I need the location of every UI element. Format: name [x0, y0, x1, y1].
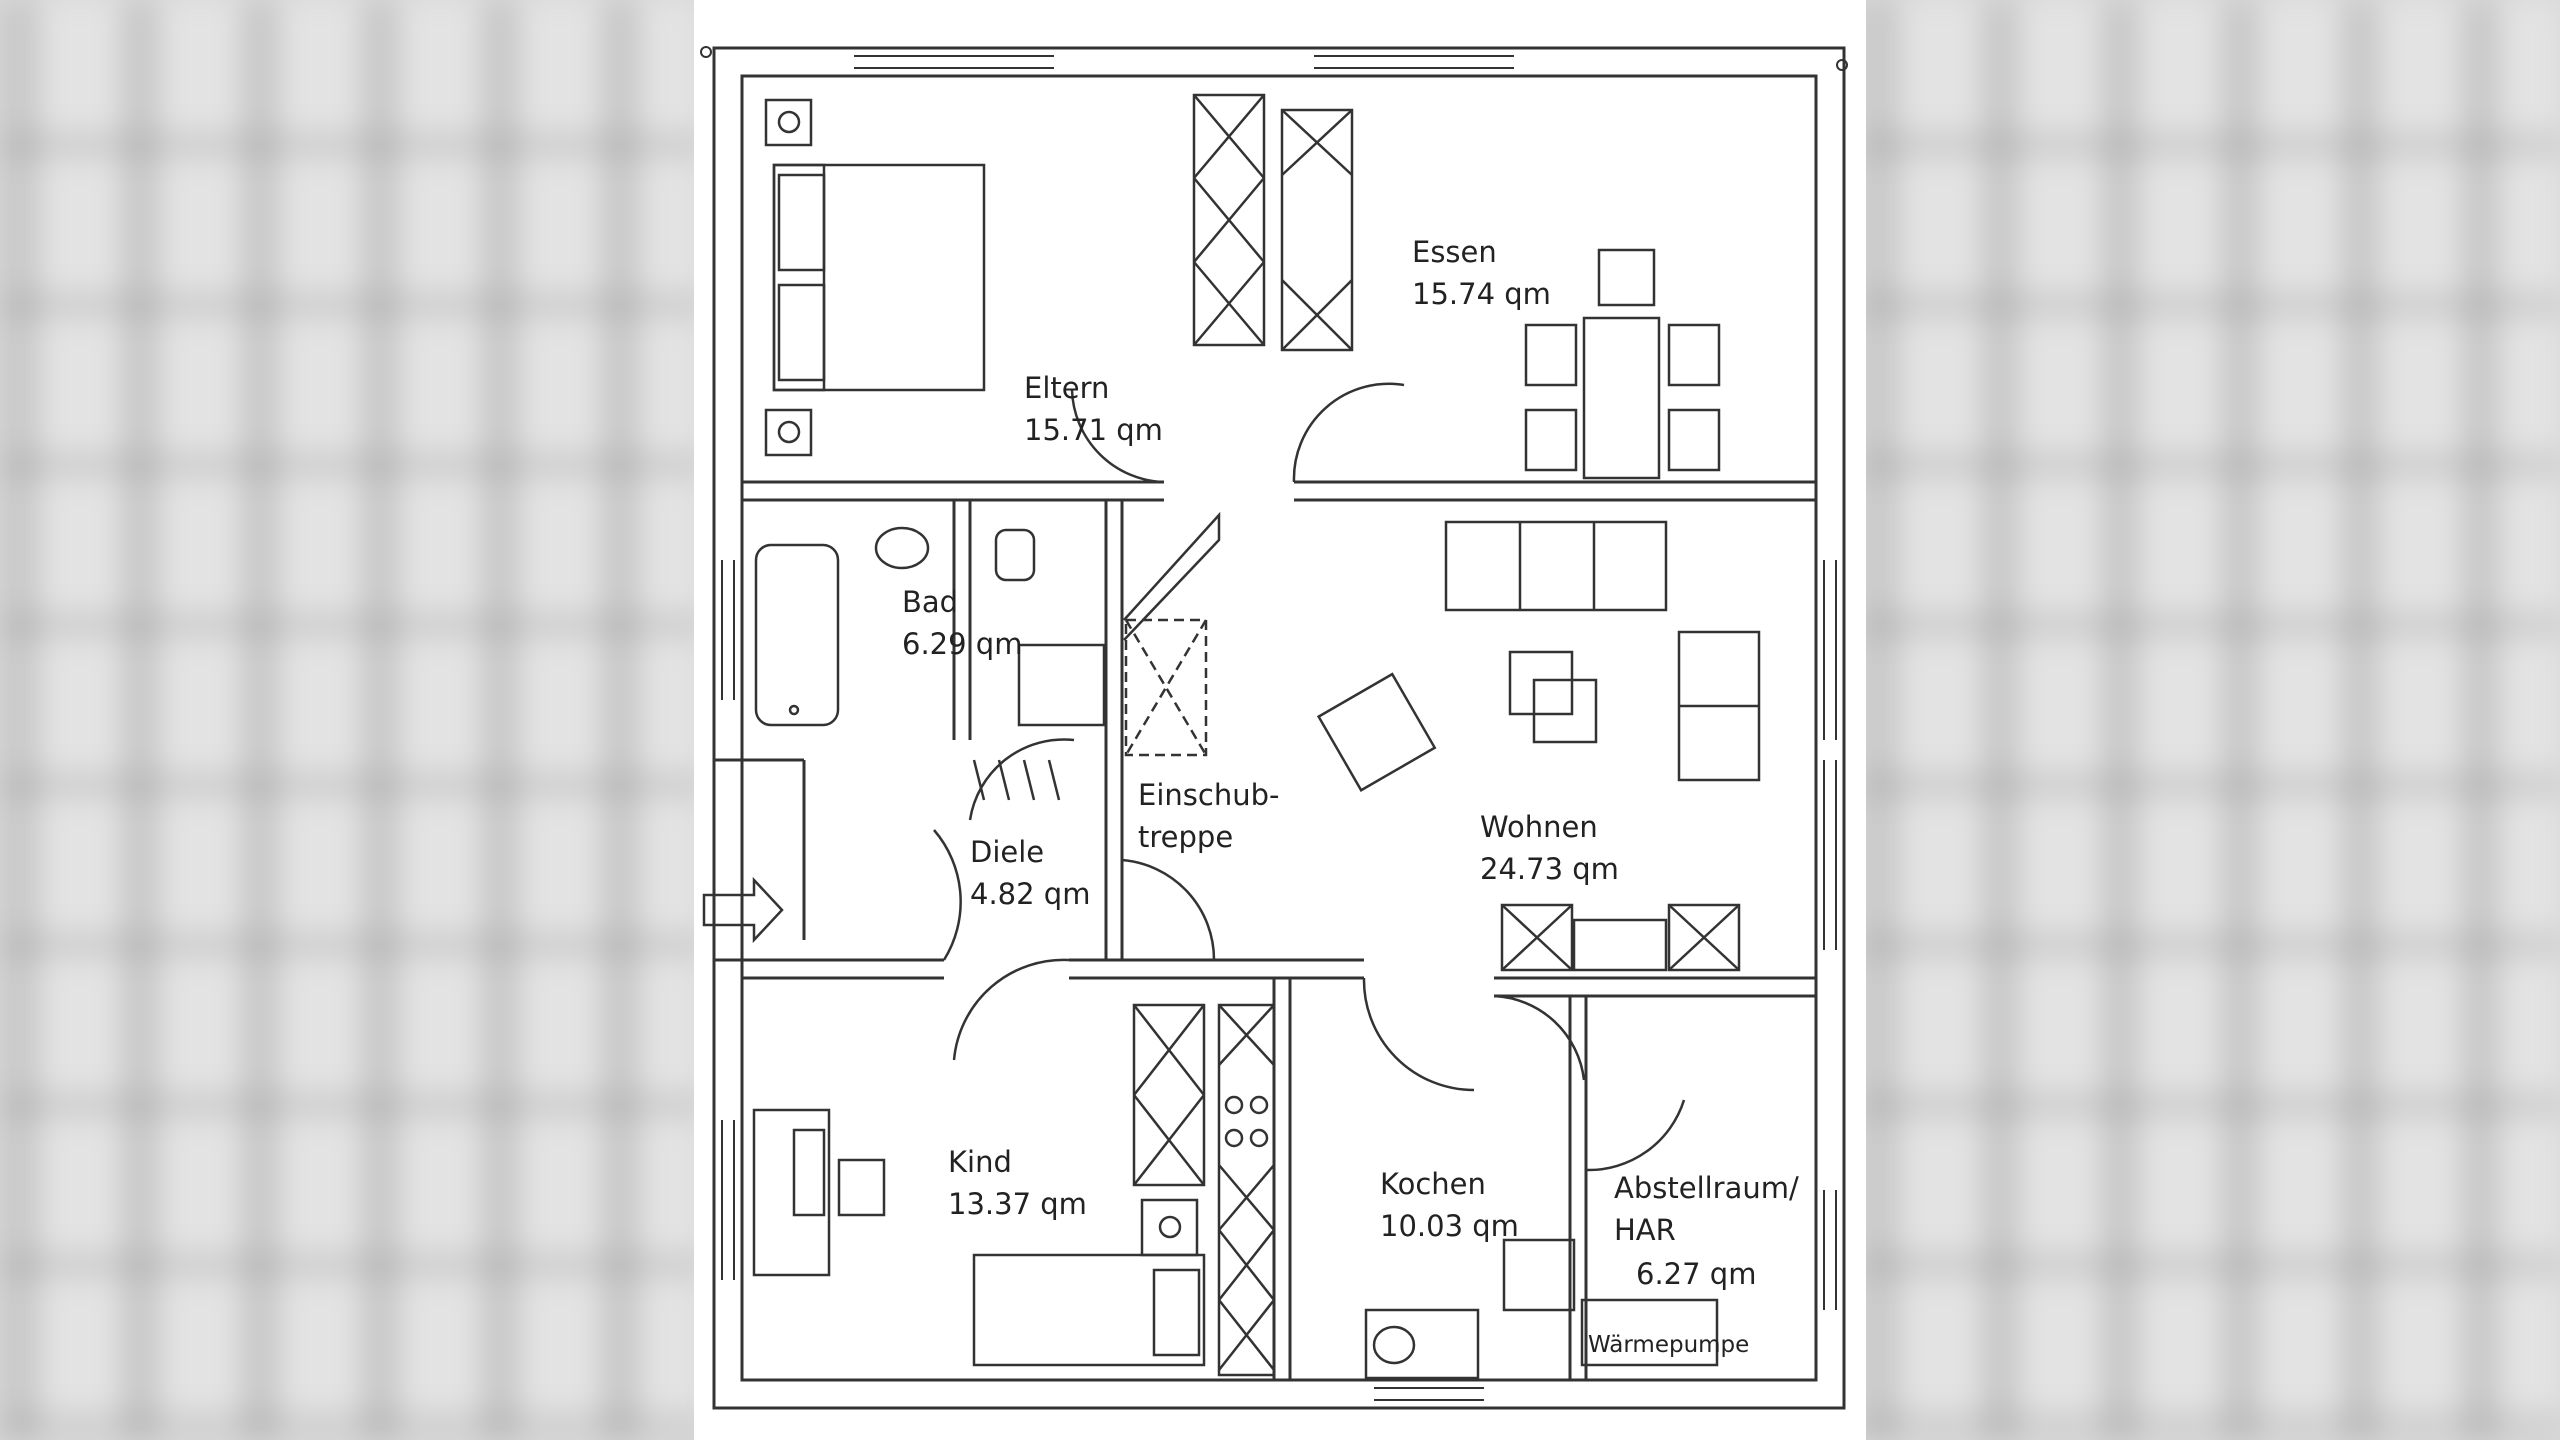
desk-chair: [837, 1158, 886, 1217]
room-area-kind: 13.37 qm: [948, 1187, 1087, 1221]
kitchen-counter: [1217, 1003, 1276, 1377]
room-area-wohnen: 24.73 qm: [1480, 852, 1619, 886]
room-area-eltern: 15.71 qm: [1024, 413, 1163, 447]
room-label-diele: Diele: [970, 835, 1044, 869]
door-kochen: [1362, 977, 1475, 1092]
sideboard: [1500, 903, 1574, 972]
door-eltern: [1070, 389, 1165, 484]
wardrobe-kind: [1132, 1003, 1206, 1187]
room-label-essen: Essen: [1412, 235, 1497, 269]
coffee-table: [1508, 650, 1574, 716]
furniture: [752, 93, 1761, 1380]
room-area-kochen: 10.03 qm: [1380, 1209, 1519, 1243]
desk: [752, 1108, 831, 1277]
wardrobe-eltern: [1192, 93, 1266, 347]
door-einschub: [1121, 858, 1216, 961]
room-area-diele: 4.82 qm: [970, 877, 1090, 911]
heat-pump-unit: [1580, 1298, 1719, 1367]
room-label-abstellraum-1: Abstellraum/: [1614, 1171, 1799, 1205]
room-label-bad: Bad: [902, 585, 958, 619]
nightstand-top: [764, 98, 813, 147]
single-bed: [972, 1253, 1206, 1367]
room-label-abstellraum-2: HAR: [1614, 1213, 1676, 1247]
label-waermepumpe: Wärmepumpe: [1588, 1332, 1749, 1358]
room-label-wohnen: Wohnen: [1480, 810, 1598, 844]
door-abstell-2: [1585, 1099, 1686, 1172]
room-label-eltern: Eltern: [1024, 371, 1109, 405]
sofa-top: [1444, 520, 1668, 612]
door-bad: [968, 738, 1075, 821]
door-abstell: [1493, 994, 1586, 1081]
label-einschubtreppe-1: Einschub-: [1138, 778, 1279, 812]
shower: [1017, 643, 1106, 727]
windows: [721, 55, 1837, 1401]
bathtub: [754, 543, 840, 727]
outer-wall-outline: [712, 46, 1846, 1410]
toilet: [994, 528, 1036, 582]
room-label-kind: Kind: [948, 1145, 1012, 1179]
cabinet-essen: [1280, 108, 1354, 352]
double-bed: [772, 163, 986, 392]
floor-plan-sheet: Eltern 15.71 qm Essen 15.74 qm Bad 6.29 …: [694, 0, 1866, 1440]
blurred-background-left: [0, 0, 700, 1440]
attic-stair: [1124, 618, 1208, 757]
entrance-arrow-icon: [702, 876, 784, 944]
chair: [1597, 248, 1656, 307]
dining-table: [1582, 316, 1661, 480]
utility-cabinet: [1502, 1238, 1576, 1312]
sink-bad: [874, 526, 930, 570]
inner-wall-outline: [740, 74, 1818, 1382]
room-area-bad: 6.29 qm: [902, 627, 1022, 661]
corner-marker: [1836, 59, 1848, 71]
corner-marker: [700, 46, 712, 58]
doors: [933, 382, 1686, 1172]
room-area-essen: 15.74 qm: [1412, 277, 1551, 311]
armchair: [1316, 672, 1437, 792]
blurred-background-right: [1860, 0, 2560, 1440]
room-area-abstellraum: 6.27 qm: [1636, 1257, 1756, 1291]
door-diele: [933, 829, 962, 961]
room-label-kochen: Kochen: [1380, 1167, 1486, 1201]
floor-plan: Eltern 15.71 qm Essen 15.74 qm Bad 6.29 …: [700, 46, 1848, 1410]
nightstand-bottom: [764, 408, 813, 457]
kitchen-sink: [1364, 1308, 1480, 1380]
door-kind: [952, 958, 1070, 1061]
label-einschubtreppe-2: treppe: [1138, 820, 1233, 854]
door-wohnen: [1292, 382, 1405, 483]
